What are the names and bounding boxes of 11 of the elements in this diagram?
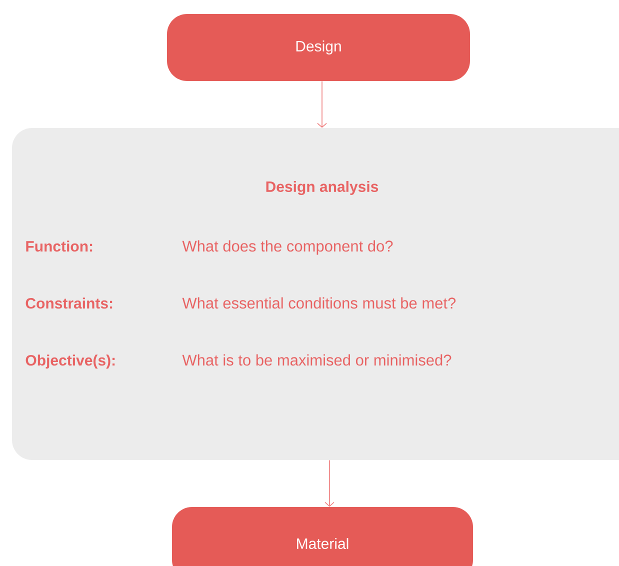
- arrow: [317, 80, 327, 128]
- field-text: What does the component do?: [182, 240, 393, 255]
- field-label: Objective(s):: [26, 354, 115, 369]
- arrow: [324, 460, 334, 507]
- process-box: Material: [172, 507, 473, 566]
- process-box: Design: [167, 14, 470, 81]
- field-text: What essential conditions must be met?: [182, 297, 456, 309]
- field-text: What is to be maximised or minimised?: [182, 354, 452, 366]
- field-label: Constraints:: [26, 298, 112, 309]
- field-label: Function:: [26, 240, 92, 252]
- heading: Design analysis: [266, 180, 378, 196]
